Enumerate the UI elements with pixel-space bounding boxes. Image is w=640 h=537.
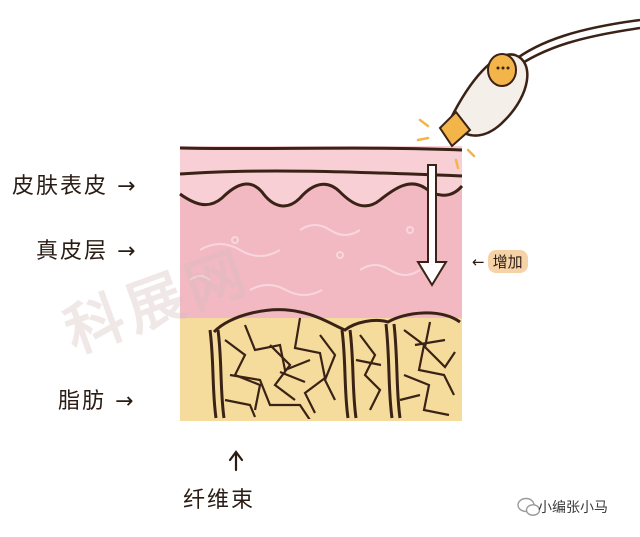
device-probe [438, 18, 640, 148]
wechat-icon-spacer [510, 500, 532, 516]
right-arrow-icon: → [115, 389, 136, 414]
penetration-arrow [416, 164, 448, 287]
label-increase-text: 增加 [487, 250, 528, 273]
label-fiber: 纤维束 [183, 488, 256, 513]
epidermis-inner-line [179, 169, 463, 178]
epidermis-top-line [179, 146, 463, 152]
right-arrow-icon: → [117, 174, 138, 199]
label-fat-text: 脂肪 [58, 389, 107, 414]
label-dermis: 真皮层 → [36, 233, 137, 265]
fat-boundary [212, 308, 461, 334]
label-epidermis: 皮肤表皮 → [12, 168, 137, 200]
epidermis-wavy-boundary [179, 182, 464, 208]
label-epidermis-text: 皮肤表皮 [12, 174, 109, 199]
dermis-texture [189, 224, 421, 296]
right-arrow-icon: → [117, 239, 138, 264]
credit-text: 小编张小马 [538, 500, 608, 516]
wechat-icon [517, 497, 541, 516]
label-dermis-text: 真皮层 [36, 239, 109, 264]
label-increase: ←增加 [472, 250, 528, 273]
device-sparkle [416, 118, 476, 170]
left-arrow-icon: ← [472, 253, 485, 271]
dermis-layer [180, 172, 462, 318]
label-fat: 脂肪 → [58, 383, 135, 415]
fat-cell-mesh [224, 317, 456, 421]
fiber-up-arrow [228, 450, 244, 472]
credit: 小编张小马 [510, 497, 608, 517]
fat-layer [180, 318, 462, 420]
fiber-bundles [208, 323, 402, 419]
